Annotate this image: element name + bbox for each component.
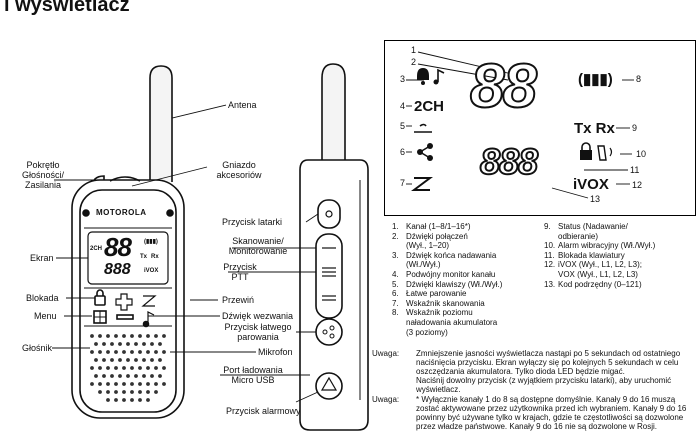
legend-item: 13.Kod podrzędny (0–121) [544,279,642,289]
lcd-big-digits: 88 [469,52,538,121]
lcd-callout-1: 1 [411,45,417,55]
lcd-battery: (▮▮▮) [578,71,613,88]
lcd-callout-10: 10 [636,149,647,159]
note-label: Uwaga: [372,395,400,404]
legend-item: 10.Alarm wibracyjny (Wł./Wył.) [544,241,656,251]
scan-monitor-label: Skanowanie/Monitorowanie [228,236,288,256]
lcd-callout-13: 13 [590,194,601,204]
lcd-callout-5: 5 [400,121,406,131]
lcd-callout-12: 12 [632,180,643,190]
page-title: i wyświetlacz [4,0,130,16]
legend-item: 4.Podwójny monitor kanału [392,269,496,279]
flashlight-button-label: Przycisk latarki [222,217,283,227]
lcd-callout-6: 6 [400,147,406,157]
call-tone-label: Dźwięk wezwania [222,311,294,321]
lcd-callout-7: 7 [400,178,406,188]
legend-col-1: 1.Kanał (1–8/1–16*) 2.Dźwięki połączeń(W… [392,222,542,337]
alarm-button-label: Przycisk alarmowy [226,406,301,416]
radio-front-rx: Rx [151,254,159,260]
menu-label: Menu [34,311,57,321]
mic-label: Mikrofon [258,347,293,357]
legend: 1.Kanał (1–8/1–16*) 2.Dźwięki połączeń(W… [392,222,696,342]
radio-illustration [52,63,369,431]
radio-front-ivox: iVOX [144,268,159,274]
radio-front-brand: MOTOROLA [96,208,147,217]
legend-item: 2.Dźwięki połączeń(Wył., 1–20) [392,231,468,251]
radio-front-ch: 2CH [90,246,103,252]
lcd-panel [384,40,696,216]
legend-item: 1.Kanał (1–8/1–16*) [392,222,471,231]
screen-label: Ekran [30,253,54,263]
note-1: Uwaga: Zmniejszenie jasności wyświetlacz… [372,349,698,394]
legend-item: 3.Dźwięk końca nadawania(Wł./Wył.) [392,250,497,270]
note-label: Uwaga: [372,349,400,358]
lcd-callout-9: 9 [632,123,638,133]
lcd-callout-11: 11 [630,165,640,175]
lcd-callout-4: 4 [400,101,406,111]
lcd-callout-3: 3 [400,74,406,84]
note-text: * Wyłącznie kanały 1 do 8 są dostępne do… [416,395,687,431]
legend-item: 5.Dźwięki klawiszy (Wł./Wył.) [392,279,503,289]
lcd-tx-rx: Tx Rx [574,120,615,137]
radio-front-battery: (▮▮▮) [144,239,158,245]
note-2: Uwaga: * Wyłącznie kanały 1 do 8 są dost… [372,395,698,431]
lock-label: Blokada [26,293,59,303]
lcd-ivox: iVOX [573,176,609,193]
radio-front-small-digits: 888 [104,261,131,278]
speaker-label: Głośnik [22,343,53,353]
legend-item: 12.iVOX (Wył., L1, L2, L3);VOX (Wył., L1… [544,260,642,279]
radio-front-tx: Tx [140,254,148,260]
scroll-label: Przewiń [222,295,255,305]
legend-item: 11.Blokada klawiatury [544,250,625,260]
legend-item: 6.Łatwe parowanie [392,289,467,299]
antenna-label: Antena [228,100,257,110]
notes: Uwaga: Zmniejszenie jasności wyświetlacz… [372,349,698,432]
lcd-callout-8: 8 [636,74,642,84]
lcd-diagram [406,51,634,199]
radio-front-big-digits: 88 [104,232,132,262]
speaker-grill [90,334,166,402]
legend-item: 9.Status (Nadawanie/odbieranie) [544,222,628,241]
legend-col-2: 9.Status (Nadawanie/odbieranie) 10.Alarm… [544,222,694,289]
lcd-ch-text: 2CH [414,98,445,115]
legend-item: 7.Wskaźnik skanowania [392,298,485,308]
lcd-callout-2: 2 [411,57,417,67]
lcd-small-digits: 888 [479,141,539,182]
note-text: Zmniejszenie jasności wyświetlacza nastą… [416,349,681,394]
